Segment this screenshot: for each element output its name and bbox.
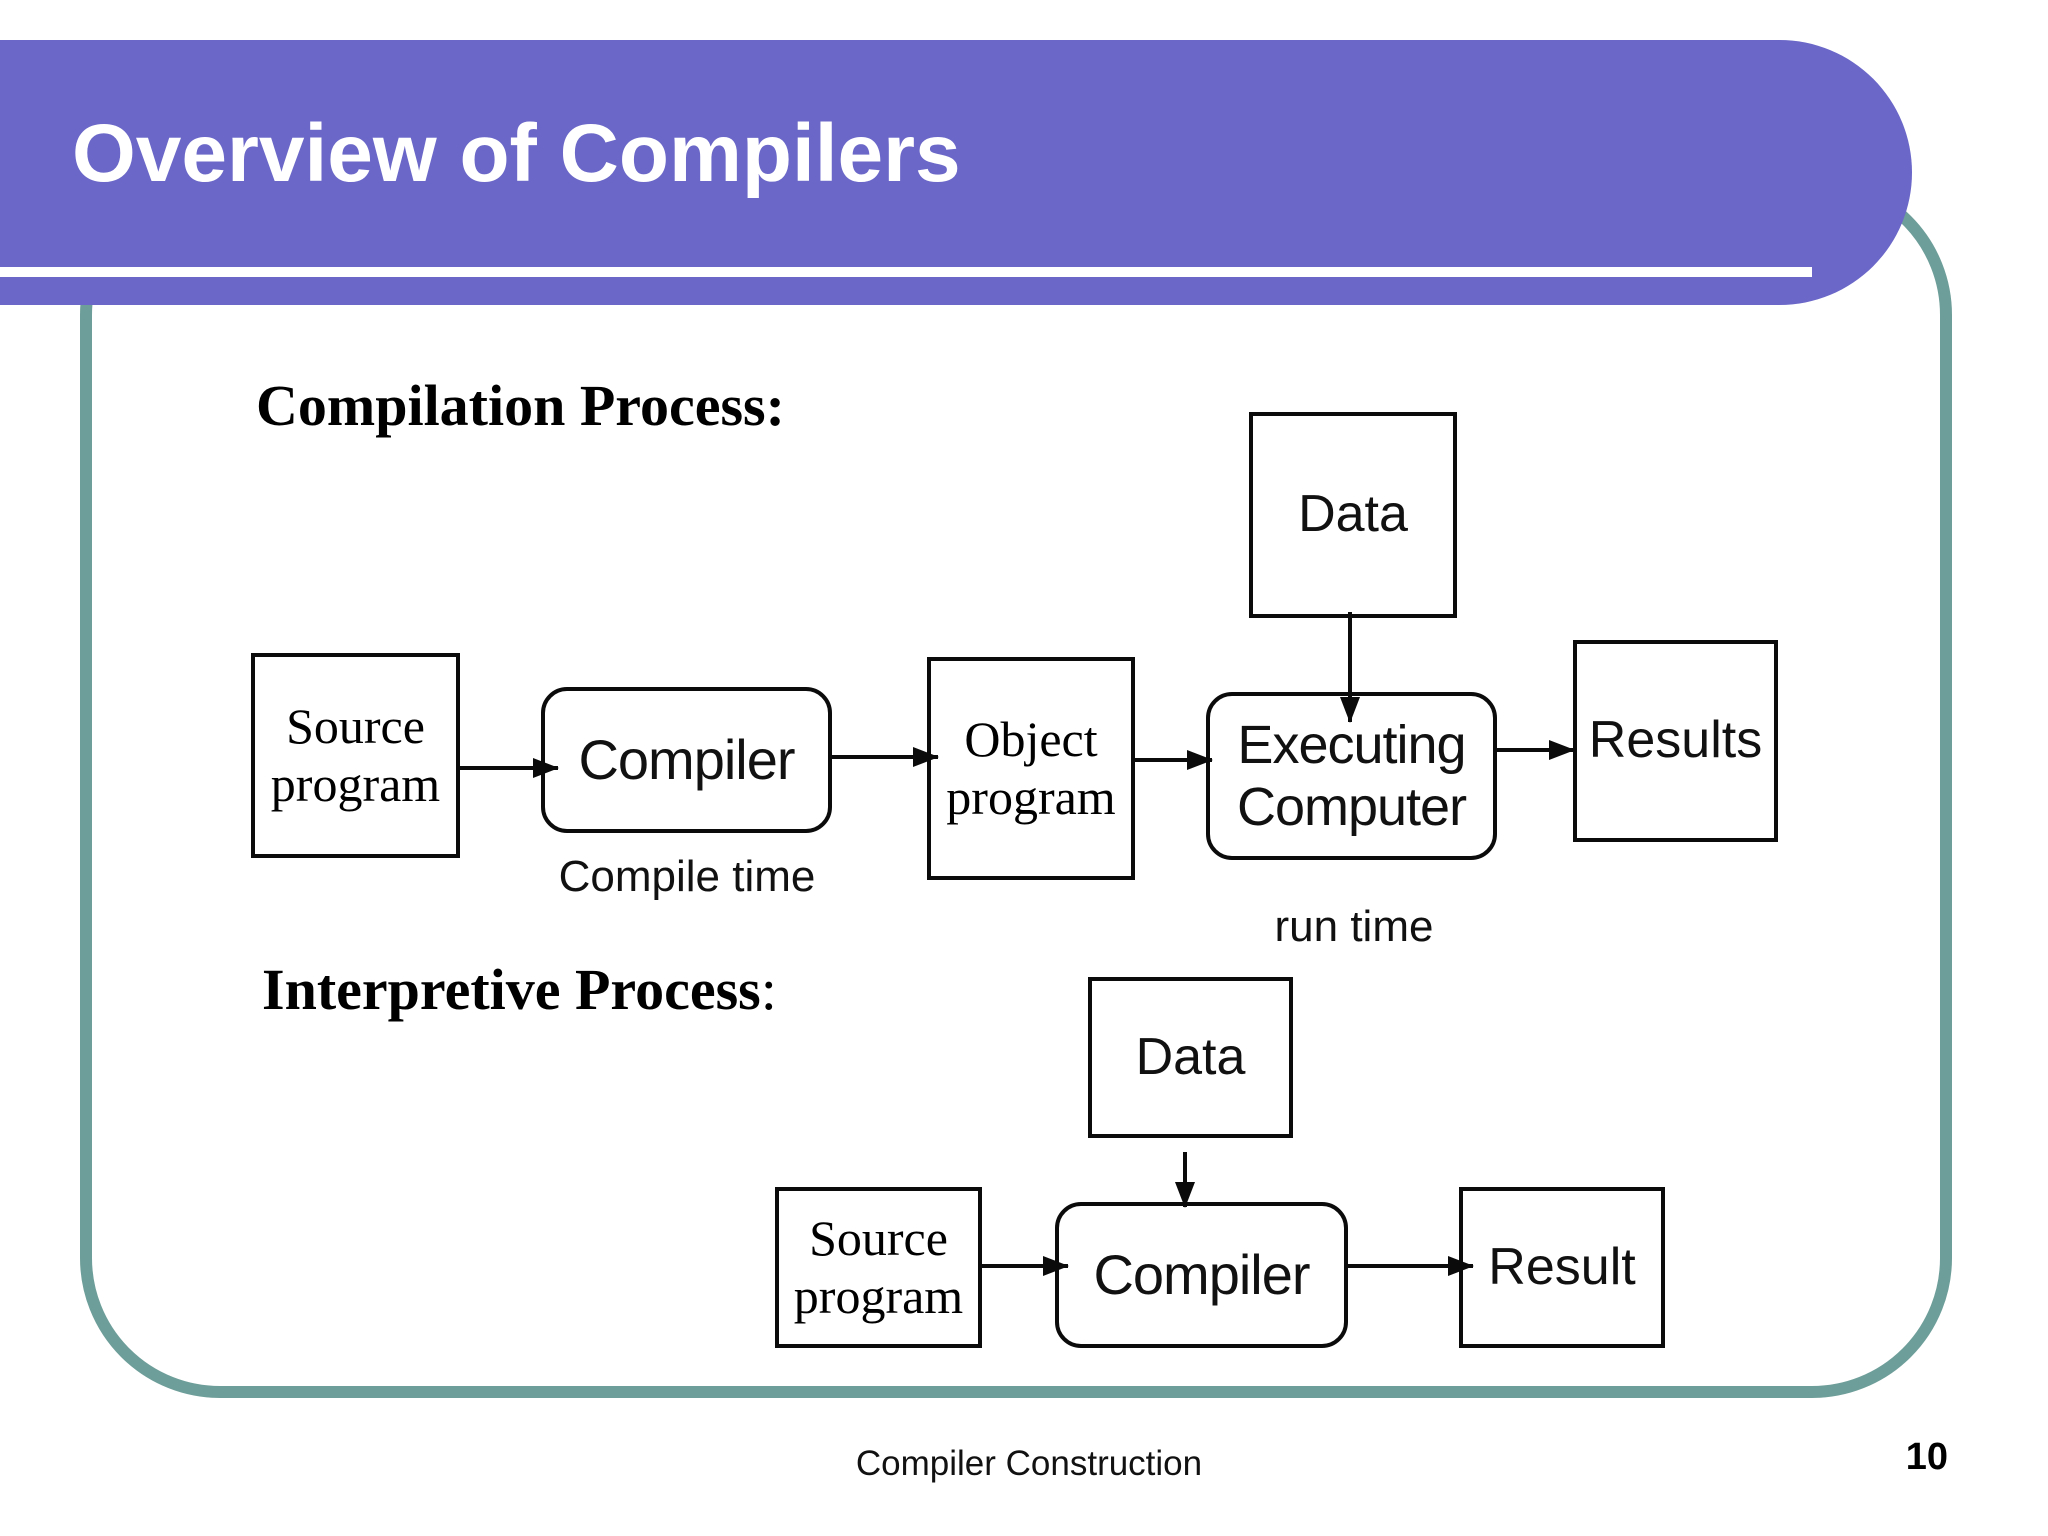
heading-interpretive-process: Interpretive Process: — [262, 956, 777, 1023]
source-program-box-interpretive: Source program — [775, 1187, 982, 1348]
data-box-compilation: Data — [1249, 412, 1457, 618]
slide-title: Overview of Compilers — [72, 107, 961, 199]
source-program-box-compilation: Source program — [251, 653, 460, 858]
page-number: 10 — [1905, 1436, 1948, 1478]
data-box-interpretive-label: Data — [1135, 1027, 1246, 1086]
result-box: Result — [1459, 1187, 1665, 1348]
compiler-box-compilation-label: Compiler — [578, 727, 795, 791]
result-box-label: Result — [1488, 1237, 1636, 1296]
data-box-compilation-label: Data — [1298, 485, 1408, 544]
object-label-line2: program — [946, 768, 1116, 825]
object-program-box: Object program — [927, 657, 1135, 880]
executing-computer-box: Executing Computer — [1206, 692, 1497, 860]
executing-label-line2: Computer — [1236, 777, 1467, 837]
banner-underline — [0, 267, 1812, 277]
compiler-box-interpretive: Compiler — [1055, 1202, 1348, 1348]
source-label-line2: program — [270, 755, 441, 812]
source-label-line1: Source — [286, 698, 425, 754]
compile-time-label: Compile time — [558, 852, 816, 901]
object-label-line1: Object — [964, 711, 1098, 767]
heading-interpretive-text: Interpretive Process — [262, 957, 761, 1022]
heading-interpretive-colon: : — [760, 957, 777, 1022]
source2-label-line1: Source — [809, 1210, 948, 1266]
results-box-label: Results — [1588, 711, 1763, 770]
data-box-interpretive: Data — [1088, 977, 1293, 1138]
results-box: Results — [1573, 640, 1778, 842]
heading-compilation-process: Compilation Process: — [256, 373, 785, 438]
title-banner: Overview of Compilers — [0, 40, 1912, 305]
executing-label-line1: Executing — [1237, 714, 1466, 775]
compiler-box-compilation: Compiler — [541, 687, 832, 833]
footer-course-label: Compiler Construction — [855, 1444, 1203, 1483]
compiler-box-interpretive-label: Compiler — [1093, 1242, 1310, 1306]
source2-label-line2: program — [793, 1267, 964, 1324]
run-time-label: run time — [1274, 902, 1434, 951]
